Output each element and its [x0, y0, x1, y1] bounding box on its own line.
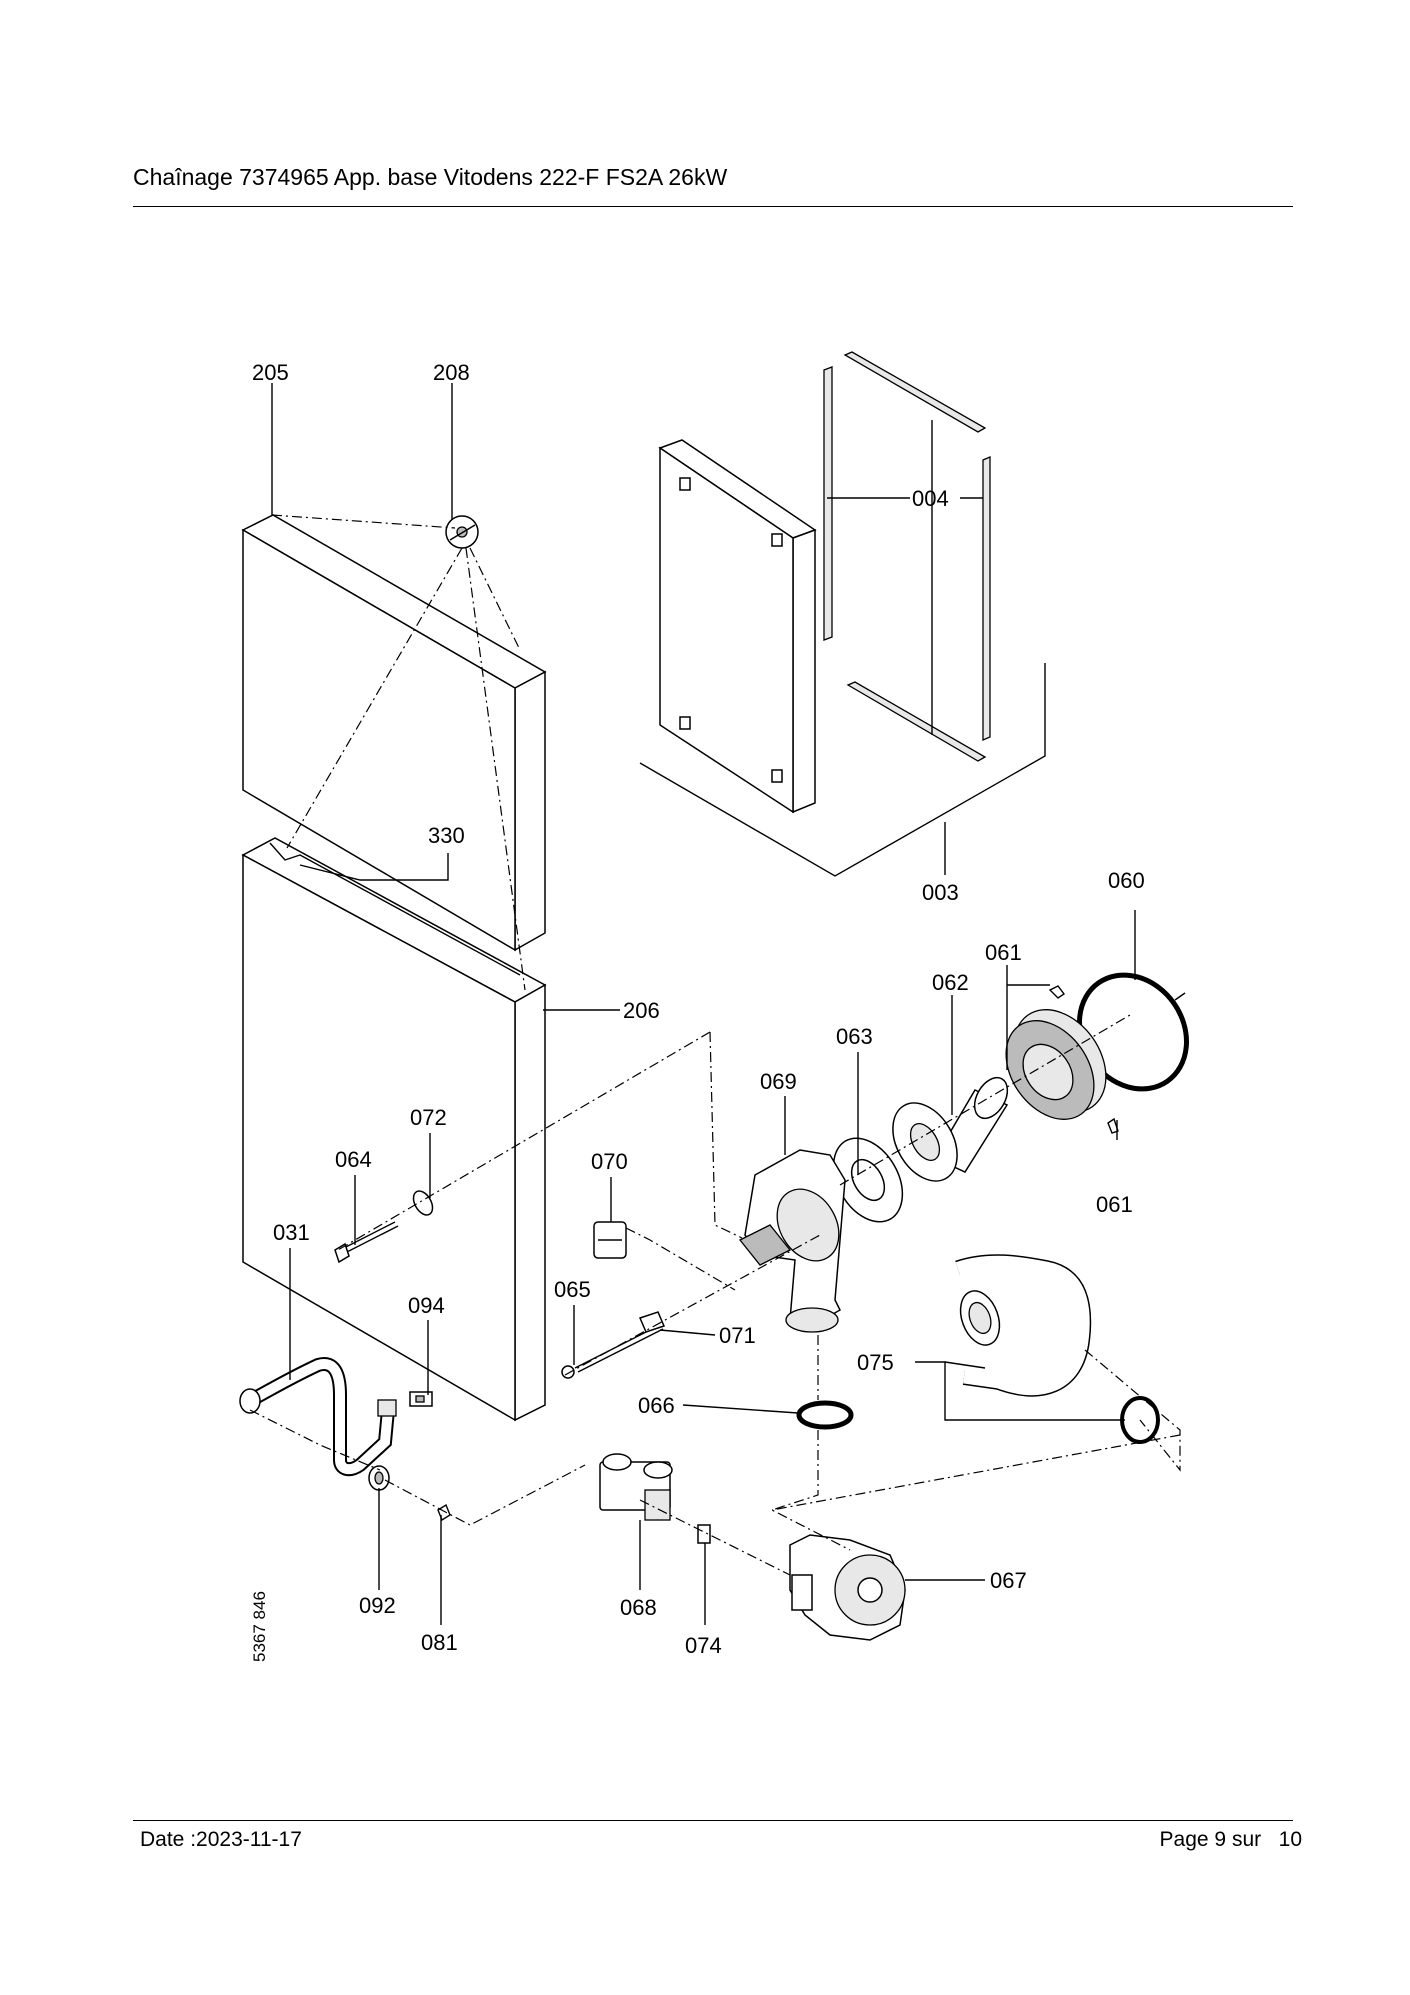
callout-062: 062: [932, 970, 969, 995]
callout-065: 065: [554, 1277, 591, 1302]
callout-070: 070: [591, 1149, 628, 1174]
callout-068: 068: [620, 1595, 657, 1620]
callout-labels: 205 208 004 330 003 060 061 062 206 063 …: [252, 360, 1145, 1658]
screw-clip-upper: [1048, 985, 1066, 999]
pressure-switch: [593, 1221, 627, 1259]
page-total: 10: [1278, 1828, 1302, 1851]
screw-clip-lower: [1107, 1117, 1119, 1134]
callout-061-upper: 061: [985, 940, 1022, 965]
callout-072: 072: [410, 1105, 447, 1130]
callout-061-lower: 061: [1096, 1192, 1133, 1217]
callout-031: 031: [273, 1220, 310, 1245]
blower-fan: [789, 1534, 906, 1641]
insulation-panel-upper: [241, 514, 547, 952]
callout-064: 064: [335, 1147, 372, 1172]
footer-rule: [133, 1820, 1293, 1821]
callout-071: 071: [719, 1323, 756, 1348]
sealing-strips: [823, 351, 991, 762]
callout-208: 208: [433, 360, 470, 385]
footer-page-number: Page 9 sur 10: [1160, 1828, 1302, 1852]
seal-ring: [796, 1400, 854, 1430]
callout-063: 063: [836, 1024, 873, 1049]
ionisation-sensor: [334, 1221, 399, 1264]
retaining-clip-small: [437, 1503, 451, 1522]
page-label: Page 9 sur: [1159, 1828, 1262, 1851]
callout-206: 206: [623, 998, 660, 1023]
air-intake-hose: [955, 1254, 1092, 1397]
rear-insulation-board: [658, 439, 817, 814]
page-title: Chaînage 7374965 App. base Vitodens 222-…: [133, 164, 728, 190]
gas-valve: [599, 1453, 673, 1521]
callout-067: 067: [990, 1568, 1027, 1593]
callout-094: 094: [408, 1293, 445, 1318]
callout-074: 074: [685, 1633, 722, 1658]
callout-075: 075: [857, 1350, 894, 1375]
callout-205: 205: [252, 360, 289, 385]
gas-pipe: [239, 1357, 397, 1477]
housing-frame: [639, 663, 1046, 877]
gas-seal: [368, 1465, 390, 1491]
footer-date: Date :2023-11-17: [140, 1828, 302, 1851]
mixing-housing: [738, 1149, 846, 1333]
pipe-clip: [409, 1391, 433, 1407]
burner-flange: [892, 1102, 958, 1182]
header-rule: [133, 206, 1293, 207]
callout-092: 092: [359, 1593, 396, 1618]
callout-081: 081: [421, 1630, 458, 1655]
callout-003: 003: [922, 880, 959, 905]
burner-gasket: [832, 1137, 904, 1223]
callout-060: 060: [1108, 868, 1145, 893]
callout-004: 004: [912, 486, 949, 511]
callout-330: 330: [428, 823, 465, 848]
burner-cover: [1005, 1009, 1107, 1120]
clip-part: [445, 515, 479, 549]
drawing-number: 5367 846: [250, 1591, 269, 1662]
callout-069: 069: [760, 1069, 797, 1094]
callout-066: 066: [638, 1393, 675, 1418]
ignition-electrode: [561, 1311, 666, 1379]
retaining-clip-valve: [697, 1524, 711, 1544]
insulation-panel-lower: [241, 837, 547, 1422]
leader-lines: [271, 383, 1136, 1625]
assembly-lines: [249, 514, 1181, 1576]
